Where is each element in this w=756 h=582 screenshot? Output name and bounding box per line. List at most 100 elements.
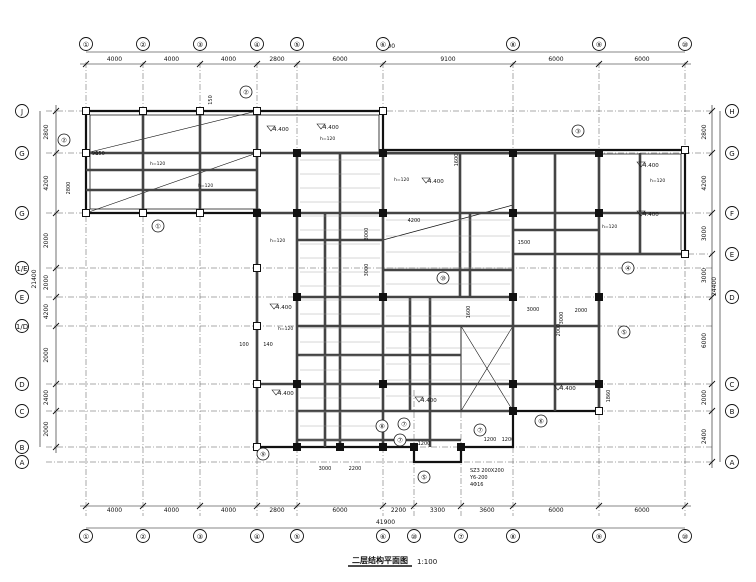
grid-bubble-row-circle xyxy=(725,455,739,469)
wall-inner-line xyxy=(89,115,260,210)
slab-note: h=120 xyxy=(650,178,665,184)
grid-bubble-row-circle xyxy=(15,377,29,391)
structural-column-small xyxy=(681,146,689,154)
level-triangle xyxy=(414,396,424,403)
dim-label: 6000 xyxy=(548,56,563,63)
interior-dim: 150 xyxy=(208,95,214,105)
structural-column xyxy=(293,380,301,388)
dim-tick xyxy=(708,107,716,115)
interior-dim: 100 xyxy=(239,342,249,348)
level-triangle xyxy=(636,161,646,168)
level-mark: 4.400 xyxy=(278,391,294,397)
structural-column-small xyxy=(253,149,261,157)
grid-bubble-row-circle xyxy=(15,104,29,118)
grid-bubble-row: C xyxy=(20,408,25,416)
dim-label: 4000 xyxy=(107,507,122,514)
dim-label: 6000 xyxy=(332,56,347,63)
dim-tick xyxy=(457,502,465,510)
grid-bubble-column: ⑤ xyxy=(294,533,300,541)
dim-tick xyxy=(82,60,90,68)
grid-bubble-row: G xyxy=(19,150,24,158)
grid-bubble-row: A xyxy=(20,459,25,467)
dim-tick xyxy=(196,60,204,68)
grid-bubble-row: F xyxy=(730,210,734,218)
grid-bubble-row-circle xyxy=(725,146,739,160)
grid-bubble-column-circle xyxy=(193,529,207,543)
dim-label: 9100 xyxy=(440,56,455,63)
structural-column-small xyxy=(253,443,261,451)
grid-bubble-column: ⑩ xyxy=(411,533,417,541)
structural-column xyxy=(457,443,465,451)
level-mark: 4.400 xyxy=(428,179,444,185)
grid-bubble-column: ③ xyxy=(197,41,203,49)
grid-bubble-column: ⑧ xyxy=(510,41,516,49)
dim-label: 3600 xyxy=(479,507,494,514)
grid-bubble-column: ⑦ xyxy=(458,533,464,541)
section-mark: ② xyxy=(61,137,67,145)
columns xyxy=(82,107,689,451)
grid-bubble-column-circle xyxy=(136,37,150,51)
section-mark-circle xyxy=(621,261,635,275)
dim-tick xyxy=(708,380,716,388)
dim-label: 6000 xyxy=(634,507,649,514)
grid-bubble-row: J xyxy=(20,108,23,116)
dim-label: 4000 xyxy=(221,56,236,63)
dim-label: 2800 xyxy=(701,124,708,139)
dim-label: 4200 xyxy=(701,175,708,190)
grid-bubble-row: E xyxy=(730,251,734,259)
grid-bubble-column-circle xyxy=(678,529,692,543)
dim-tick xyxy=(253,60,261,68)
dim-label: 2400 xyxy=(701,429,708,444)
stair-note: 4Φ16 xyxy=(470,482,483,488)
grid-bubble-column-circle xyxy=(376,529,390,543)
section-mark-circle xyxy=(375,419,389,433)
dim-label: 4000 xyxy=(164,56,179,63)
grid-bubble-column-circle xyxy=(678,37,692,51)
grid-bubble-row: G xyxy=(19,210,24,218)
section-mark-circle xyxy=(239,85,253,99)
interior-dim: 1860 xyxy=(606,390,612,403)
grid-bubble-column: ⑩ xyxy=(682,41,688,49)
grid-bubble-column: ① xyxy=(83,41,89,49)
dim-tick xyxy=(379,502,387,510)
dim-tick xyxy=(293,502,301,510)
dim-tick xyxy=(52,443,60,451)
structural-column xyxy=(379,149,387,157)
section-mark: ⑥ xyxy=(538,418,544,426)
grid-bubble-row-circle xyxy=(15,290,29,304)
interior-dim: 3000 xyxy=(527,307,540,313)
dim-tick xyxy=(253,502,261,510)
structural-column xyxy=(293,209,301,217)
level-triangle xyxy=(316,123,326,130)
slab-note: h=120 xyxy=(394,177,409,183)
grid-bubble-row-circle xyxy=(15,319,29,333)
dim-label: 2000 xyxy=(43,233,50,248)
wall-inner-line xyxy=(90,114,380,153)
dim-label: 6000 xyxy=(332,507,347,514)
section-mark-circle xyxy=(473,423,487,437)
grid-bubble-row-circle xyxy=(725,290,739,304)
grid-bubble-column: ④ xyxy=(254,533,260,541)
structural-column-small xyxy=(82,149,90,157)
section-mark: ① xyxy=(155,223,161,231)
grid-bubble-row: C xyxy=(730,381,735,389)
section-mark-circle xyxy=(534,414,548,428)
wall-inner-line xyxy=(386,153,682,250)
grid-bubble-column: ⑥ xyxy=(380,41,386,49)
drawing-scale: 1:100 xyxy=(417,558,437,566)
interior-dim: 2000 xyxy=(556,324,562,337)
section-mark-circle xyxy=(151,219,165,233)
dim-tick xyxy=(52,149,60,157)
dim-label: 4000 xyxy=(221,507,236,514)
interior-dim: 1200 xyxy=(418,441,431,447)
structural-column xyxy=(253,209,261,217)
grid-bubble-column: ⑧ xyxy=(510,533,516,541)
section-mark: ⑤ xyxy=(621,329,627,337)
dim-label: 4200 xyxy=(43,304,50,319)
level-triangle xyxy=(266,125,276,132)
structural-column-small xyxy=(253,322,261,330)
interior-dim: 1600 xyxy=(454,154,460,167)
dim-label: 6000 xyxy=(701,333,708,348)
section-mark: ⑧ xyxy=(379,423,385,431)
